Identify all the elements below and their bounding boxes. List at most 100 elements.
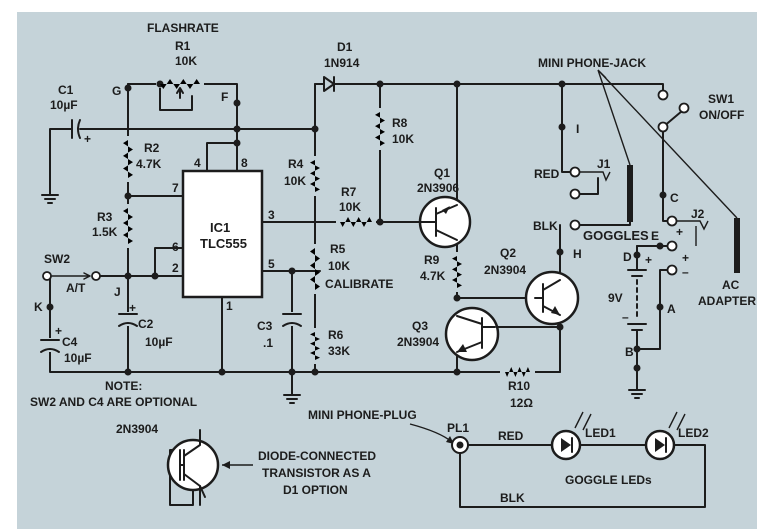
pin-8: 8	[241, 156, 248, 170]
label-goggle-leds: GOGGLE LEDs	[565, 473, 652, 487]
ground-icon	[41, 194, 59, 204]
label-node-c: C	[670, 191, 679, 205]
pin-2: 2	[172, 261, 179, 275]
label-mini-phone-plug: MINI PHONE-PLUG	[308, 408, 417, 422]
label-alt-transistor: 2N3904	[116, 422, 158, 436]
ic1-part: TLC555	[200, 236, 247, 251]
transistor-q1	[418, 195, 472, 249]
label-r1: R1	[175, 39, 191, 53]
diode-note-line-2: TRANSISTOR AS A	[262, 466, 371, 480]
diode-d1	[323, 76, 335, 92]
label-red-wire: RED	[534, 167, 560, 181]
label-mini-phone-jack: MINI PHONE-JACK	[538, 56, 646, 70]
c4-polarity: +	[55, 324, 62, 338]
ic1-name: IC1	[210, 220, 230, 235]
label-plug-blk: BLK	[500, 491, 525, 505]
jack-j1	[569, 165, 633, 231]
label-goggles: GOGGLES	[583, 228, 649, 243]
label-ac: AC	[722, 278, 740, 292]
pin-4: 4	[194, 156, 201, 170]
capacitor-c3	[282, 312, 302, 327]
label-battery: 9V	[608, 291, 623, 305]
battery-plus: +	[645, 253, 652, 267]
label-q3: Q3	[412, 319, 428, 333]
resistor-r7	[340, 217, 372, 227]
value-r8: 10K	[392, 132, 414, 146]
led2	[644, 411, 686, 461]
sw2-terminal	[91, 271, 101, 281]
value-c3: .1	[263, 336, 273, 350]
label-sw2: SW2	[44, 252, 70, 266]
resistor-r2	[123, 140, 133, 178]
label-flashrate: FLASHRATE	[147, 21, 219, 35]
resistor-r1	[160, 79, 200, 89]
label-node-d: D	[623, 250, 632, 264]
pin-7: 7	[172, 181, 179, 195]
battery-minus: –	[622, 310, 629, 324]
pin-3: 3	[268, 208, 275, 222]
resistor-r3	[123, 208, 133, 244]
label-node-f: F	[221, 90, 228, 104]
label-r7: R7	[341, 185, 357, 199]
capacitor-c1	[71, 119, 81, 139]
label-node-a: A	[667, 302, 676, 316]
resistor-r8	[375, 112, 385, 146]
phone-plug-pl1	[451, 436, 469, 454]
transistor-q3	[444, 306, 500, 362]
label-c2: C2	[138, 317, 154, 331]
label-r4: R4	[288, 157, 304, 171]
label-sw2-mode: A/T	[66, 281, 86, 295]
battery-9v	[627, 269, 647, 331]
value-r1: 10K	[175, 54, 197, 68]
value-r4: 10K	[284, 174, 306, 188]
label-node-h: H	[573, 247, 582, 261]
diode-note-line-1: DIODE-CONNECTED	[258, 449, 376, 463]
pin-1: 1	[226, 299, 233, 313]
label-r2: R2	[144, 141, 160, 155]
value-q3: 2N3904	[397, 335, 439, 349]
label-d1: D1	[337, 40, 353, 54]
transistor-q2	[524, 270, 580, 326]
label-j2: J2	[691, 207, 705, 221]
label-q2: Q2	[500, 246, 516, 260]
label-c3: C3	[257, 319, 273, 333]
labels: FLASHRATE R1 10K D1 1N914 C1 10µF + G F …	[30, 21, 756, 505]
label-r3: R3	[97, 210, 113, 224]
switch-sw1[interactable]	[657, 89, 690, 133]
label-node-i: I	[576, 122, 579, 136]
resistor-r10	[505, 367, 530, 377]
label-led1: LED1	[585, 426, 616, 440]
ground-icon	[283, 394, 301, 404]
j2-plus-2: +	[682, 251, 689, 265]
ic1-chip	[181, 169, 264, 299]
sw2-terminal	[42, 271, 52, 281]
label-adapter: ADAPTER	[698, 294, 756, 308]
label-node-b: B	[625, 345, 634, 359]
value-r6: 33K	[328, 344, 350, 358]
label-blk-wire: BLK	[533, 219, 558, 233]
value-sw1: ON/OFF	[699, 108, 744, 122]
label-led2: LED2	[678, 426, 709, 440]
value-c1: 10µF	[50, 98, 78, 112]
label-sw1: SW1	[708, 92, 734, 106]
label-r6: R6	[328, 328, 344, 342]
led1	[550, 411, 592, 461]
arrow-icon	[222, 461, 230, 469]
value-r7: 10K	[339, 200, 361, 214]
value-c4: 10µF	[64, 351, 92, 365]
label-c1: C1	[58, 83, 74, 97]
note-line-1: NOTE:	[105, 379, 142, 393]
resistor-r5	[310, 248, 320, 290]
resistor-r4	[310, 160, 320, 192]
label-r10: R10	[508, 379, 530, 393]
label-j1: J1	[597, 157, 611, 171]
label-plug-red: RED	[498, 429, 524, 443]
ground-icon	[628, 389, 646, 399]
label-q1: Q1	[434, 166, 450, 180]
transistor-2n3904-diode-option	[166, 429, 220, 506]
value-r9: 4.7K	[420, 269, 446, 283]
junction-dots	[46, 80, 667, 376]
capacitor-c4	[40, 338, 60, 353]
diode-note-line-3: D1 OPTION	[283, 483, 348, 497]
